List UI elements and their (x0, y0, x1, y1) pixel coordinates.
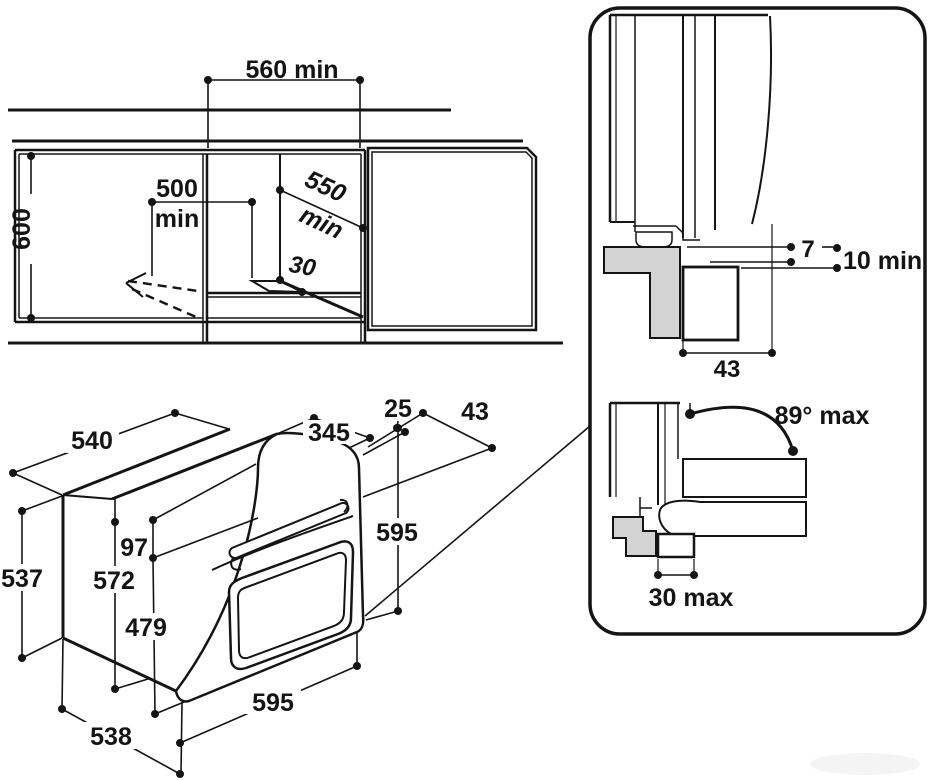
dim-label-537: 537 (1, 565, 43, 593)
dim-label-500-min: min (155, 205, 199, 233)
dashed-arrow (125, 272, 199, 319)
dim-bottom-depth: 538 (58, 638, 184, 778)
hinge-box (656, 532, 696, 559)
open-door-inner (658, 499, 807, 537)
dim-door-gap-top: 7 (687, 236, 841, 263)
dim-niche-depth: 550 min (276, 165, 367, 245)
door-bottom-nose (635, 231, 673, 248)
dim-label-540: 540 (71, 427, 113, 455)
dim-label-479: 479 (125, 614, 167, 642)
dim-label-25: 25 (384, 395, 412, 423)
dim-bottom-clearance: 10 min (710, 247, 922, 275)
oven-base-box (681, 265, 740, 342)
dim-label-43: 43 (461, 398, 489, 426)
dim-label-89-max: 89° max (775, 402, 870, 430)
niche-side-edge (279, 279, 364, 319)
oven-door-window (227, 540, 355, 671)
cabinet-outline (8, 148, 563, 345)
door-top-seam (211, 515, 354, 571)
dim-total-depth: 540 (9, 409, 230, 496)
dim-label-600: 600 (8, 208, 36, 250)
dim-label-7: 7 (801, 236, 814, 263)
dim-label-345: 345 (308, 419, 350, 447)
dim-body-depth: 537 (0, 495, 63, 662)
cabinet-panel-section (603, 246, 681, 339)
dim-niche-width: 560 min (204, 56, 364, 148)
dim-front-height: 595 (365, 424, 425, 621)
door-curve-profile (751, 15, 773, 225)
dim-label-550-min: min (295, 201, 347, 245)
dim-label-538: 538 (90, 723, 132, 751)
detail-connector-line (364, 425, 591, 617)
detail-top-clearances: 7 10 min 43 (603, 13, 922, 383)
dim-body-height: 572 (87, 499, 149, 693)
dim-label-30-max: 30 max (649, 584, 734, 612)
dim-label-500: 500 (156, 175, 198, 203)
dim-label-595-bottom: 595 (252, 689, 294, 717)
dim-hinge-clearance: 30 max (649, 559, 734, 612)
detail-panel-border (588, 6, 927, 636)
watermark (810, 753, 920, 775)
oven-box-side-view (366, 146, 538, 332)
open-door-outer (682, 458, 807, 498)
detail-door-opening: 89° max 30 max (608, 401, 870, 612)
dim-front-step: 30 (276, 251, 318, 296)
dim-recess-depth: 43 (679, 224, 776, 383)
door-swing-arc (689, 405, 795, 452)
dim-top-depth: 345 (269, 414, 374, 449)
dim-niche-height: 600 (8, 152, 36, 322)
dim-label-97: 97 (120, 534, 148, 562)
dim-label-43-detail: 43 (714, 356, 741, 383)
oven-isometric: 540 345 25 43 (0, 395, 591, 778)
detail-panel: 7 10 min 43 (588, 6, 927, 636)
dim-label-595-right: 595 (376, 519, 418, 547)
cabinet-step-section (612, 516, 657, 557)
dim-panel-height: 97 (120, 463, 259, 562)
dim-label-572: 572 (93, 567, 135, 595)
dim-front-width: 595 (176, 633, 361, 774)
dim-label-560-min: 560 min (245, 56, 338, 84)
oven-handle (228, 498, 350, 571)
dim-door-height: 479 (118, 557, 185, 718)
dim-label-30: 30 (287, 251, 319, 282)
dim-label-10-min: 10 min (843, 247, 922, 275)
oven-carcass (61, 427, 278, 693)
dim-niche-inner-width: 500 min (148, 175, 256, 278)
niche-cross-section: 560 min 600 500 min 550 min 30 (8, 56, 563, 345)
dim-handle-depth: 43 (362, 398, 496, 498)
